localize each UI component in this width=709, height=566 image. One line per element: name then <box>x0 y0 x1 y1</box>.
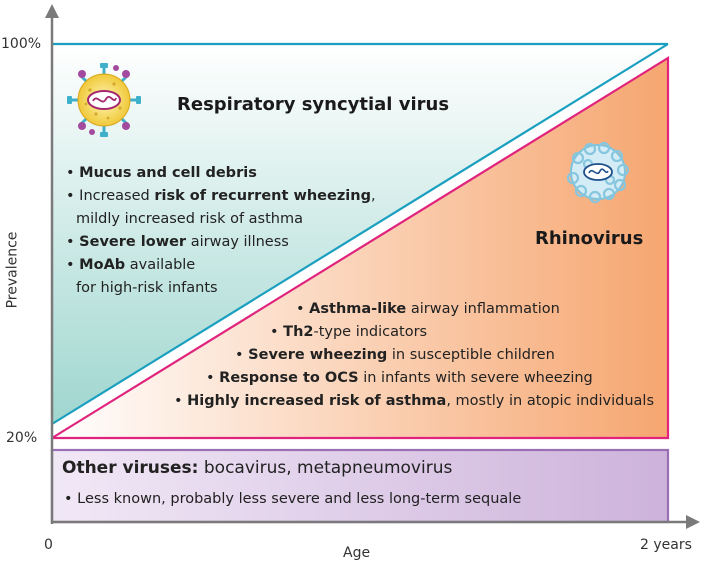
feature-text: airway inflammation <box>406 301 560 317</box>
feature-text-bold: Asthma-like <box>309 301 407 317</box>
x-axis-end-label: 2 years <box>640 537 692 553</box>
feature-text: , <box>370 188 376 204</box>
rhino-outline <box>51 56 670 440</box>
y-axis-bottom-label: 20% <box>6 430 38 446</box>
other-viruses-title-rest: bocavirus, metapneumovirus <box>198 458 453 478</box>
feature-text-bold: Highly increased risk of asthma <box>187 393 447 409</box>
bullet: • <box>66 234 80 250</box>
feature-line: • Th2-type indicators <box>270 325 427 340</box>
feature-line: • Asthma-like airway inflammation <box>296 302 560 317</box>
other-viruses-band <box>50 448 670 524</box>
feature-line: mildly increased risk of asthma <box>66 212 303 227</box>
bullet: • <box>66 188 80 204</box>
rhinovirus-icon <box>566 141 630 204</box>
feature-text-bold: Mucus and cell debris <box>79 165 257 181</box>
feature-line: • Mucus and cell debris <box>66 166 257 181</box>
rhinovirus-title: Rhinovirus <box>535 228 644 249</box>
feature-text: , mostly in atopic individuals <box>446 393 655 409</box>
feature-text-bold: MoAb <box>79 257 126 273</box>
x-axis-arrow <box>686 515 700 529</box>
y-axis-arrow <box>45 4 59 18</box>
bullet: • <box>235 347 249 363</box>
feature-text: for high-risk infants <box>76 280 218 296</box>
feature-line: • Increased risk of recurrent wheezing, <box>66 189 376 204</box>
feature-text-bold: Response to OCS <box>219 370 359 386</box>
other-viruses-title-bold: Other viruses: <box>62 458 199 478</box>
feature-text: Increased <box>79 188 155 204</box>
feature-text-bold: Severe wheezing <box>248 347 388 363</box>
bullet: • <box>206 370 220 386</box>
rsv-virus-icon <box>67 63 141 137</box>
rsv-curve-line <box>51 43 669 425</box>
other-viruses-note: • Less known, probably less severe and l… <box>64 492 521 507</box>
bullet: • <box>66 257 80 273</box>
feature-text: -type indicators <box>313 324 428 340</box>
bullet: • <box>270 324 284 340</box>
x-axis-start-label: 0 <box>44 537 53 553</box>
y-axis-top-label: 100% <box>1 36 42 52</box>
feature-text: available <box>125 257 196 273</box>
y-axis-title: Prevalence <box>4 231 21 309</box>
feature-text: airway illness <box>186 234 289 250</box>
x-axis-title: Age <box>343 545 371 561</box>
other-viruses-title: Other viruses: bocavirus, metapneumoviru… <box>62 460 452 477</box>
feature-text: in infants with severe wheezing <box>358 370 593 386</box>
feature-line: • MoAb available <box>66 258 195 273</box>
feature-text-bold: risk of recurrent wheezing <box>154 188 371 204</box>
bullet: • <box>174 393 188 409</box>
rsv-title: Respiratory syncytial virus <box>177 94 450 115</box>
feature-text: mildly increased risk of asthma <box>76 211 303 227</box>
feature-text: in susceptible children <box>387 347 555 363</box>
feature-line: • Response to OCS in infants with severe… <box>206 371 593 386</box>
feature-line: • Severe lower airway illness <box>66 235 289 250</box>
bullet: • <box>64 491 73 507</box>
other-viruses-note-text: Less known, probably less severe and les… <box>77 491 522 507</box>
bullet: • <box>66 165 80 181</box>
feature-line: • Highly increased risk of asthma, mostl… <box>174 394 654 409</box>
feature-line: • Severe wheezing in susceptible childre… <box>235 348 555 363</box>
bullet: • <box>296 301 310 317</box>
feature-line: for high-risk infants <box>66 281 218 296</box>
feature-text-bold: Severe lower <box>79 234 187 250</box>
feature-text-bold: Th2 <box>283 324 314 340</box>
